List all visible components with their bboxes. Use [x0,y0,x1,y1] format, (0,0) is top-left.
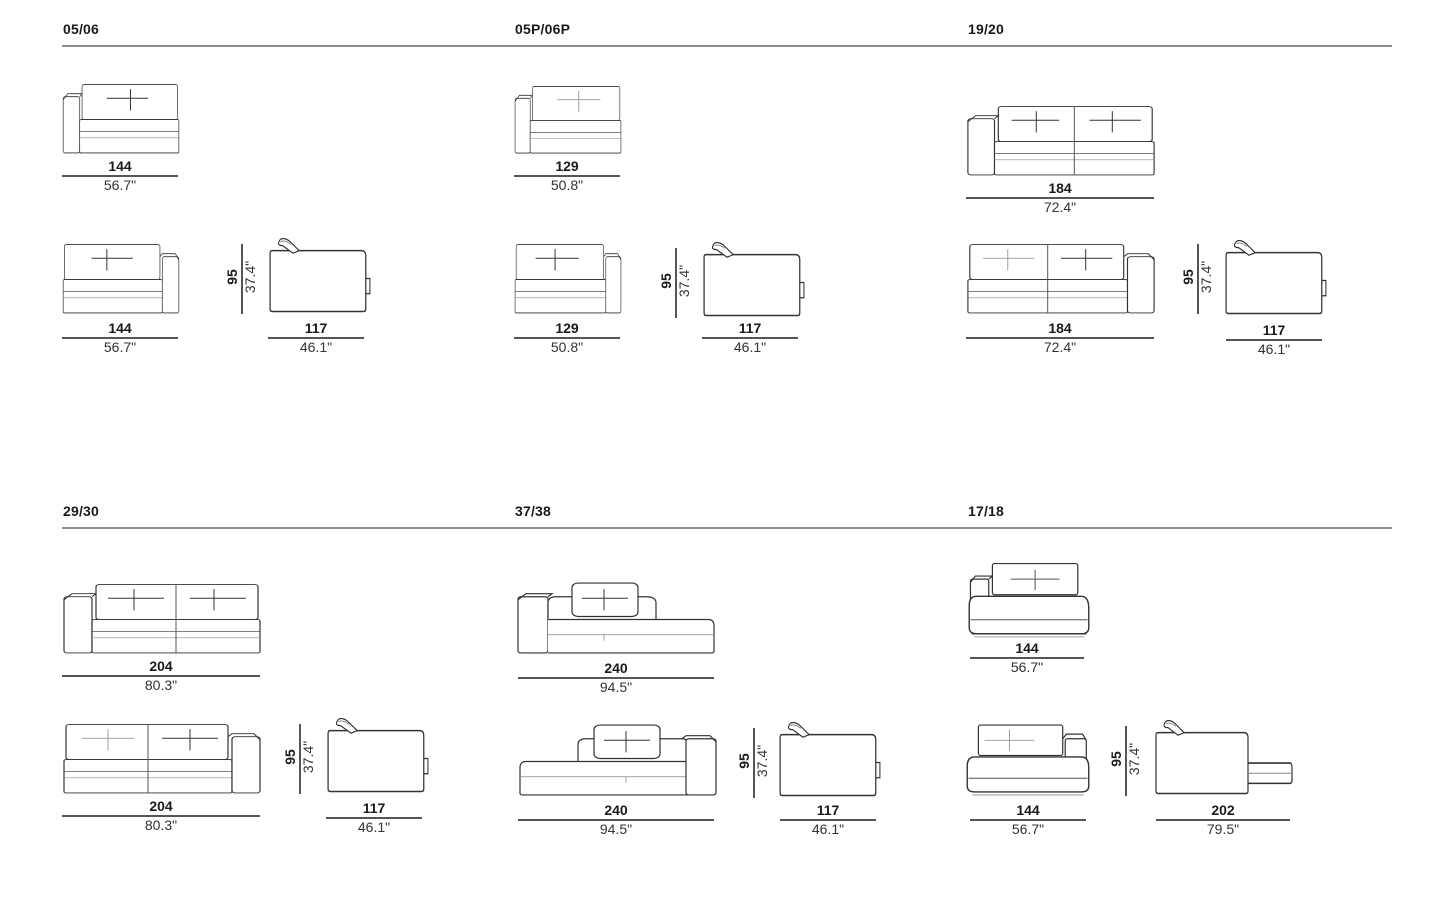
section-title-19-20: 19/20 [968,21,1005,37]
section-title-29-30: 29/30 [63,503,100,519]
sofa-side-view-chaise-17 [1154,720,1294,796]
height-dim-37: 95 37.4" [736,726,776,798]
height-dim-29: 95 37.4" [282,722,322,794]
section-title-37-38: 37/38 [515,503,552,519]
sofa-front-arm-left-05 [62,80,180,156]
sofa-front-arm-right-06 [62,240,180,316]
section-title-05-06: 05/06 [63,21,100,37]
height-dim-19: 95 37.4" [1180,242,1220,314]
sofa-front-arm-left-19 [966,102,1156,178]
sofa-front-arm-left-37 [516,580,716,656]
sofa-side-view-19 [1224,240,1328,316]
section-divider-bottom [62,527,1392,529]
height-dim-05: 95 37.4" [224,242,264,314]
sofa-front-arm-left-29 [62,580,262,656]
sofa-side-view-37 [778,722,882,798]
sofa-front-arm-right-06p [514,240,622,316]
sofa-side-view-05p [702,242,806,318]
sofa-chaise-arm-left-17 [968,562,1090,640]
height-dim-05p: 95 37.4" [658,246,698,318]
sofa-front-arm-right-38 [518,722,718,798]
section-title-05p-06p: 05P/06P [515,21,571,37]
height-dim-17: 95 37.4" [1108,724,1148,796]
section-title-17-18: 17/18 [968,503,1005,519]
sofa-front-arm-left-05p [514,82,622,156]
sofa-front-arm-right-30 [62,720,262,796]
sofa-side-view-05 [268,238,372,314]
sofa-chaise-arm-right-18 [966,722,1090,798]
sofa-front-arm-right-20 [966,240,1156,316]
sofa-side-view-29 [326,718,430,794]
section-divider-top [62,45,1392,47]
